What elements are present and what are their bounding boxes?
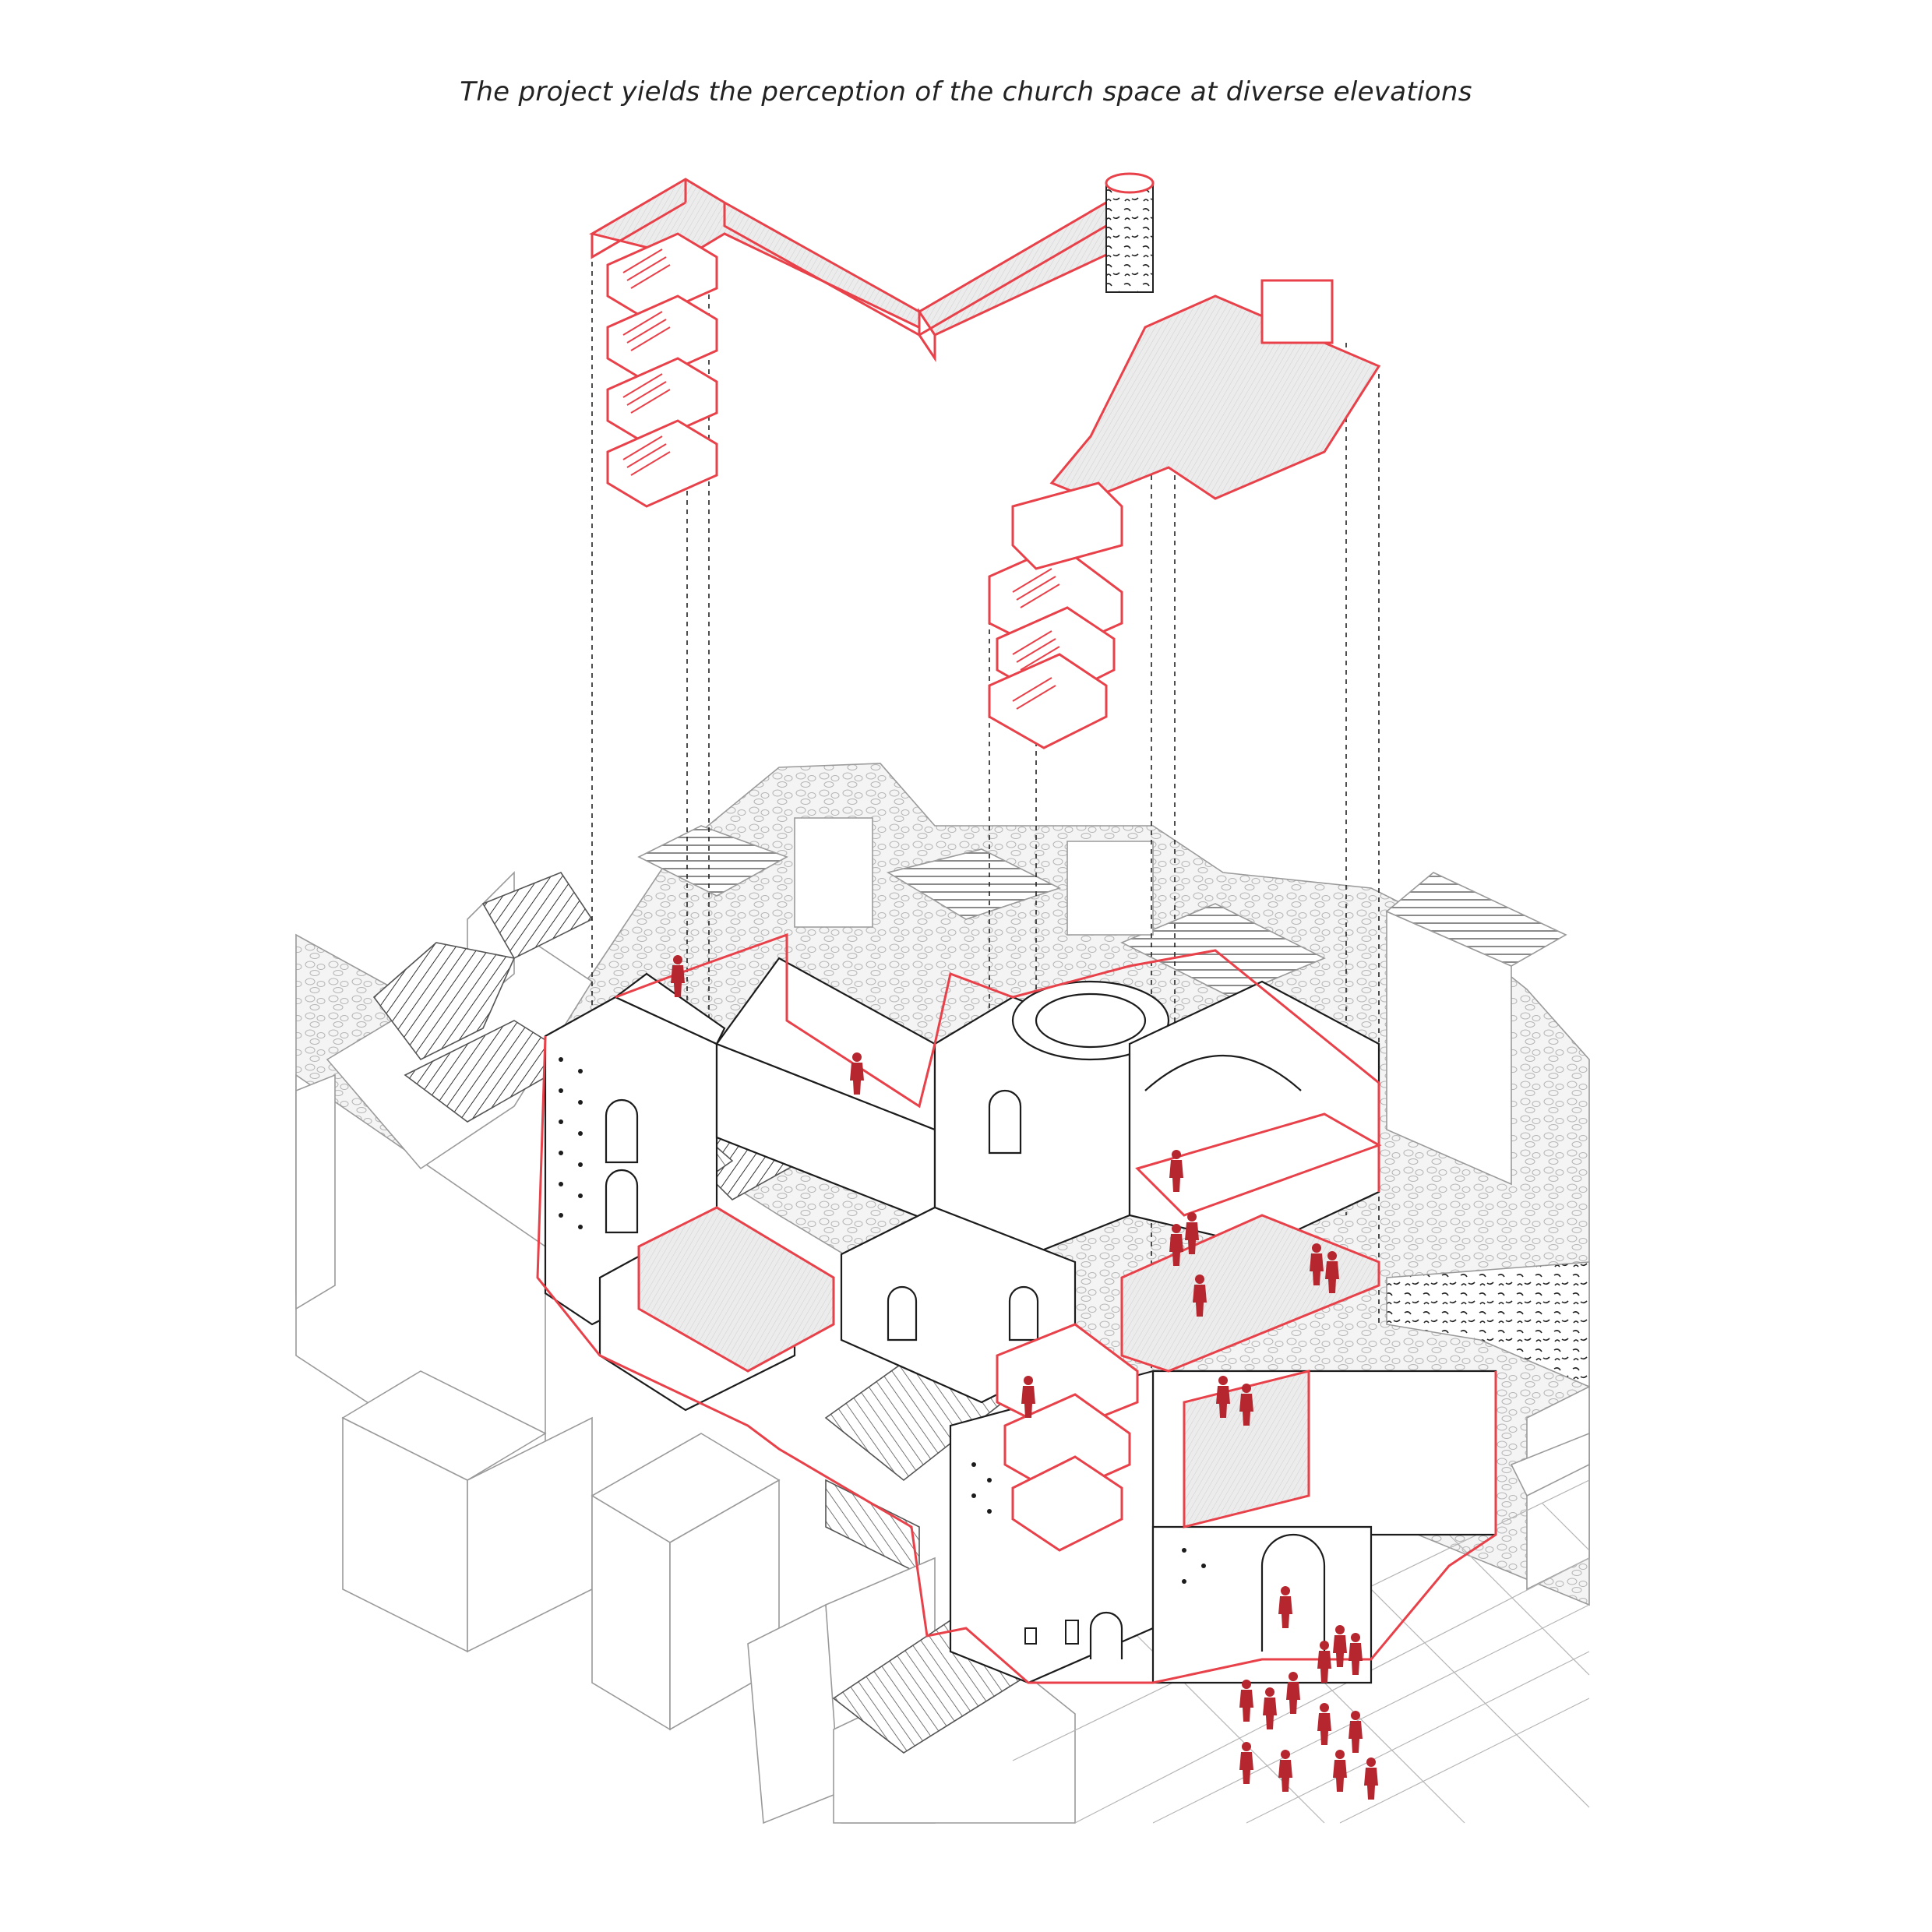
section-cut-outline [536,1035,1497,1684]
right-terrace-level [988,279,1381,749]
interior-platforms [637,1112,1382,1552]
upper-walkway-level [589,172,1155,362]
left-stair-tower [606,232,718,508]
diagram-caption: The project yields the perception of the… [460,76,1472,108]
roof-cut-outline [615,933,1380,1192]
context-buildings-right [637,817,1590,1591]
